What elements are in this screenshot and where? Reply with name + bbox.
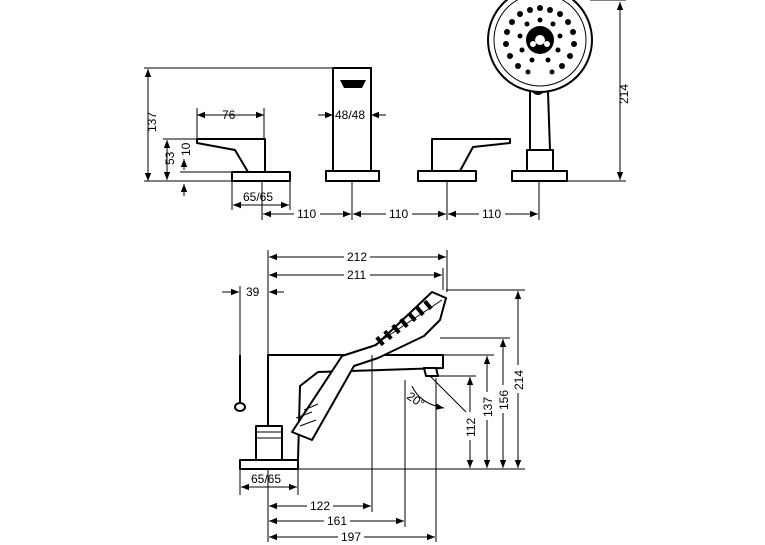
dim-214: 214 (512, 370, 526, 390)
dim-total-height: 137 (145, 112, 159, 132)
spout (325, 67, 380, 182)
dim-spacing-1: 110 (297, 207, 316, 221)
hand-shower-side (291, 291, 447, 441)
dim-137: 137 (481, 397, 495, 417)
dim-lever-length: 76 (222, 108, 236, 122)
dim-156: 156 (497, 390, 511, 410)
dim-39: 39 (246, 285, 260, 299)
dim-base-left: 65/65 (243, 190, 273, 204)
hand-shower (487, 0, 593, 182)
dim-211: 211 (347, 268, 366, 282)
dim-base-side: 65/65 (251, 472, 281, 486)
dim-112: 112 (464, 418, 478, 437)
dim-161: 161 (327, 514, 347, 528)
dim-122: 122 (310, 499, 330, 513)
dim-spacing-2: 110 (389, 207, 408, 221)
dim-spout-width: 48/48 (335, 108, 365, 122)
tap-body-side (234, 354, 444, 470)
mixer-lever-right (417, 138, 511, 182)
front-elevation-view: 137 53 10 76 48/48 65/65 (144, 0, 631, 222)
dim-angle: 20° (404, 389, 427, 411)
side-elevation-view: 212 211 39 214 156 137 112 20° 65/65 (222, 249, 526, 544)
dim-197: 197 (341, 530, 361, 544)
dim-spacing-3: 110 (482, 207, 501, 221)
dim-lever-thickness: 10 (179, 142, 193, 156)
dim-212: 212 (347, 250, 367, 264)
dim-lever-height: 53 (163, 151, 177, 165)
dim-shower-height: 214 (617, 84, 631, 104)
mixer-lever-left (196, 138, 291, 182)
